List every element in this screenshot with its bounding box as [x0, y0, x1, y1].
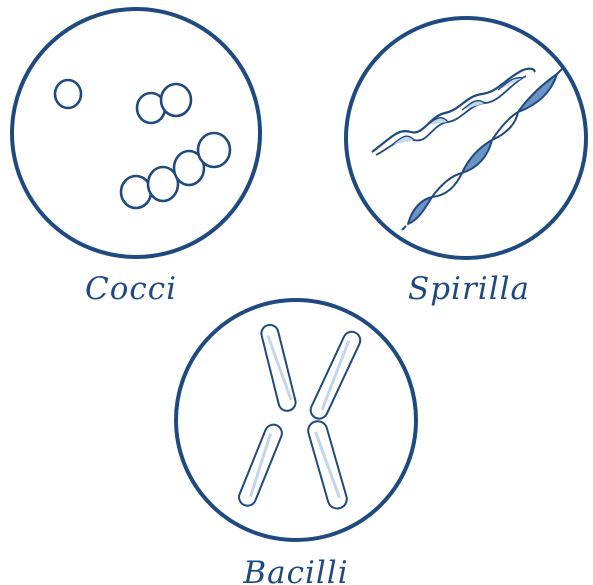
cocci-circle [12, 9, 260, 257]
spirilla-circle [346, 18, 586, 258]
cocci-panel: Cocci [12, 9, 260, 307]
coccus-chain-4 [198, 133, 230, 167]
bacilli-label: Bacilli [242, 555, 348, 585]
bacilli-circle [176, 300, 416, 540]
spirilla-label: Spirilla [408, 271, 530, 307]
coccus-pair-2 [161, 84, 191, 116]
coccus-chain-1 [121, 176, 151, 208]
cocci-label: Cocci [85, 271, 177, 307]
bacilli-panel: Bacilli [176, 300, 416, 585]
coccus-single [55, 80, 81, 108]
spirilla-panel: Spirilla [346, 18, 586, 307]
